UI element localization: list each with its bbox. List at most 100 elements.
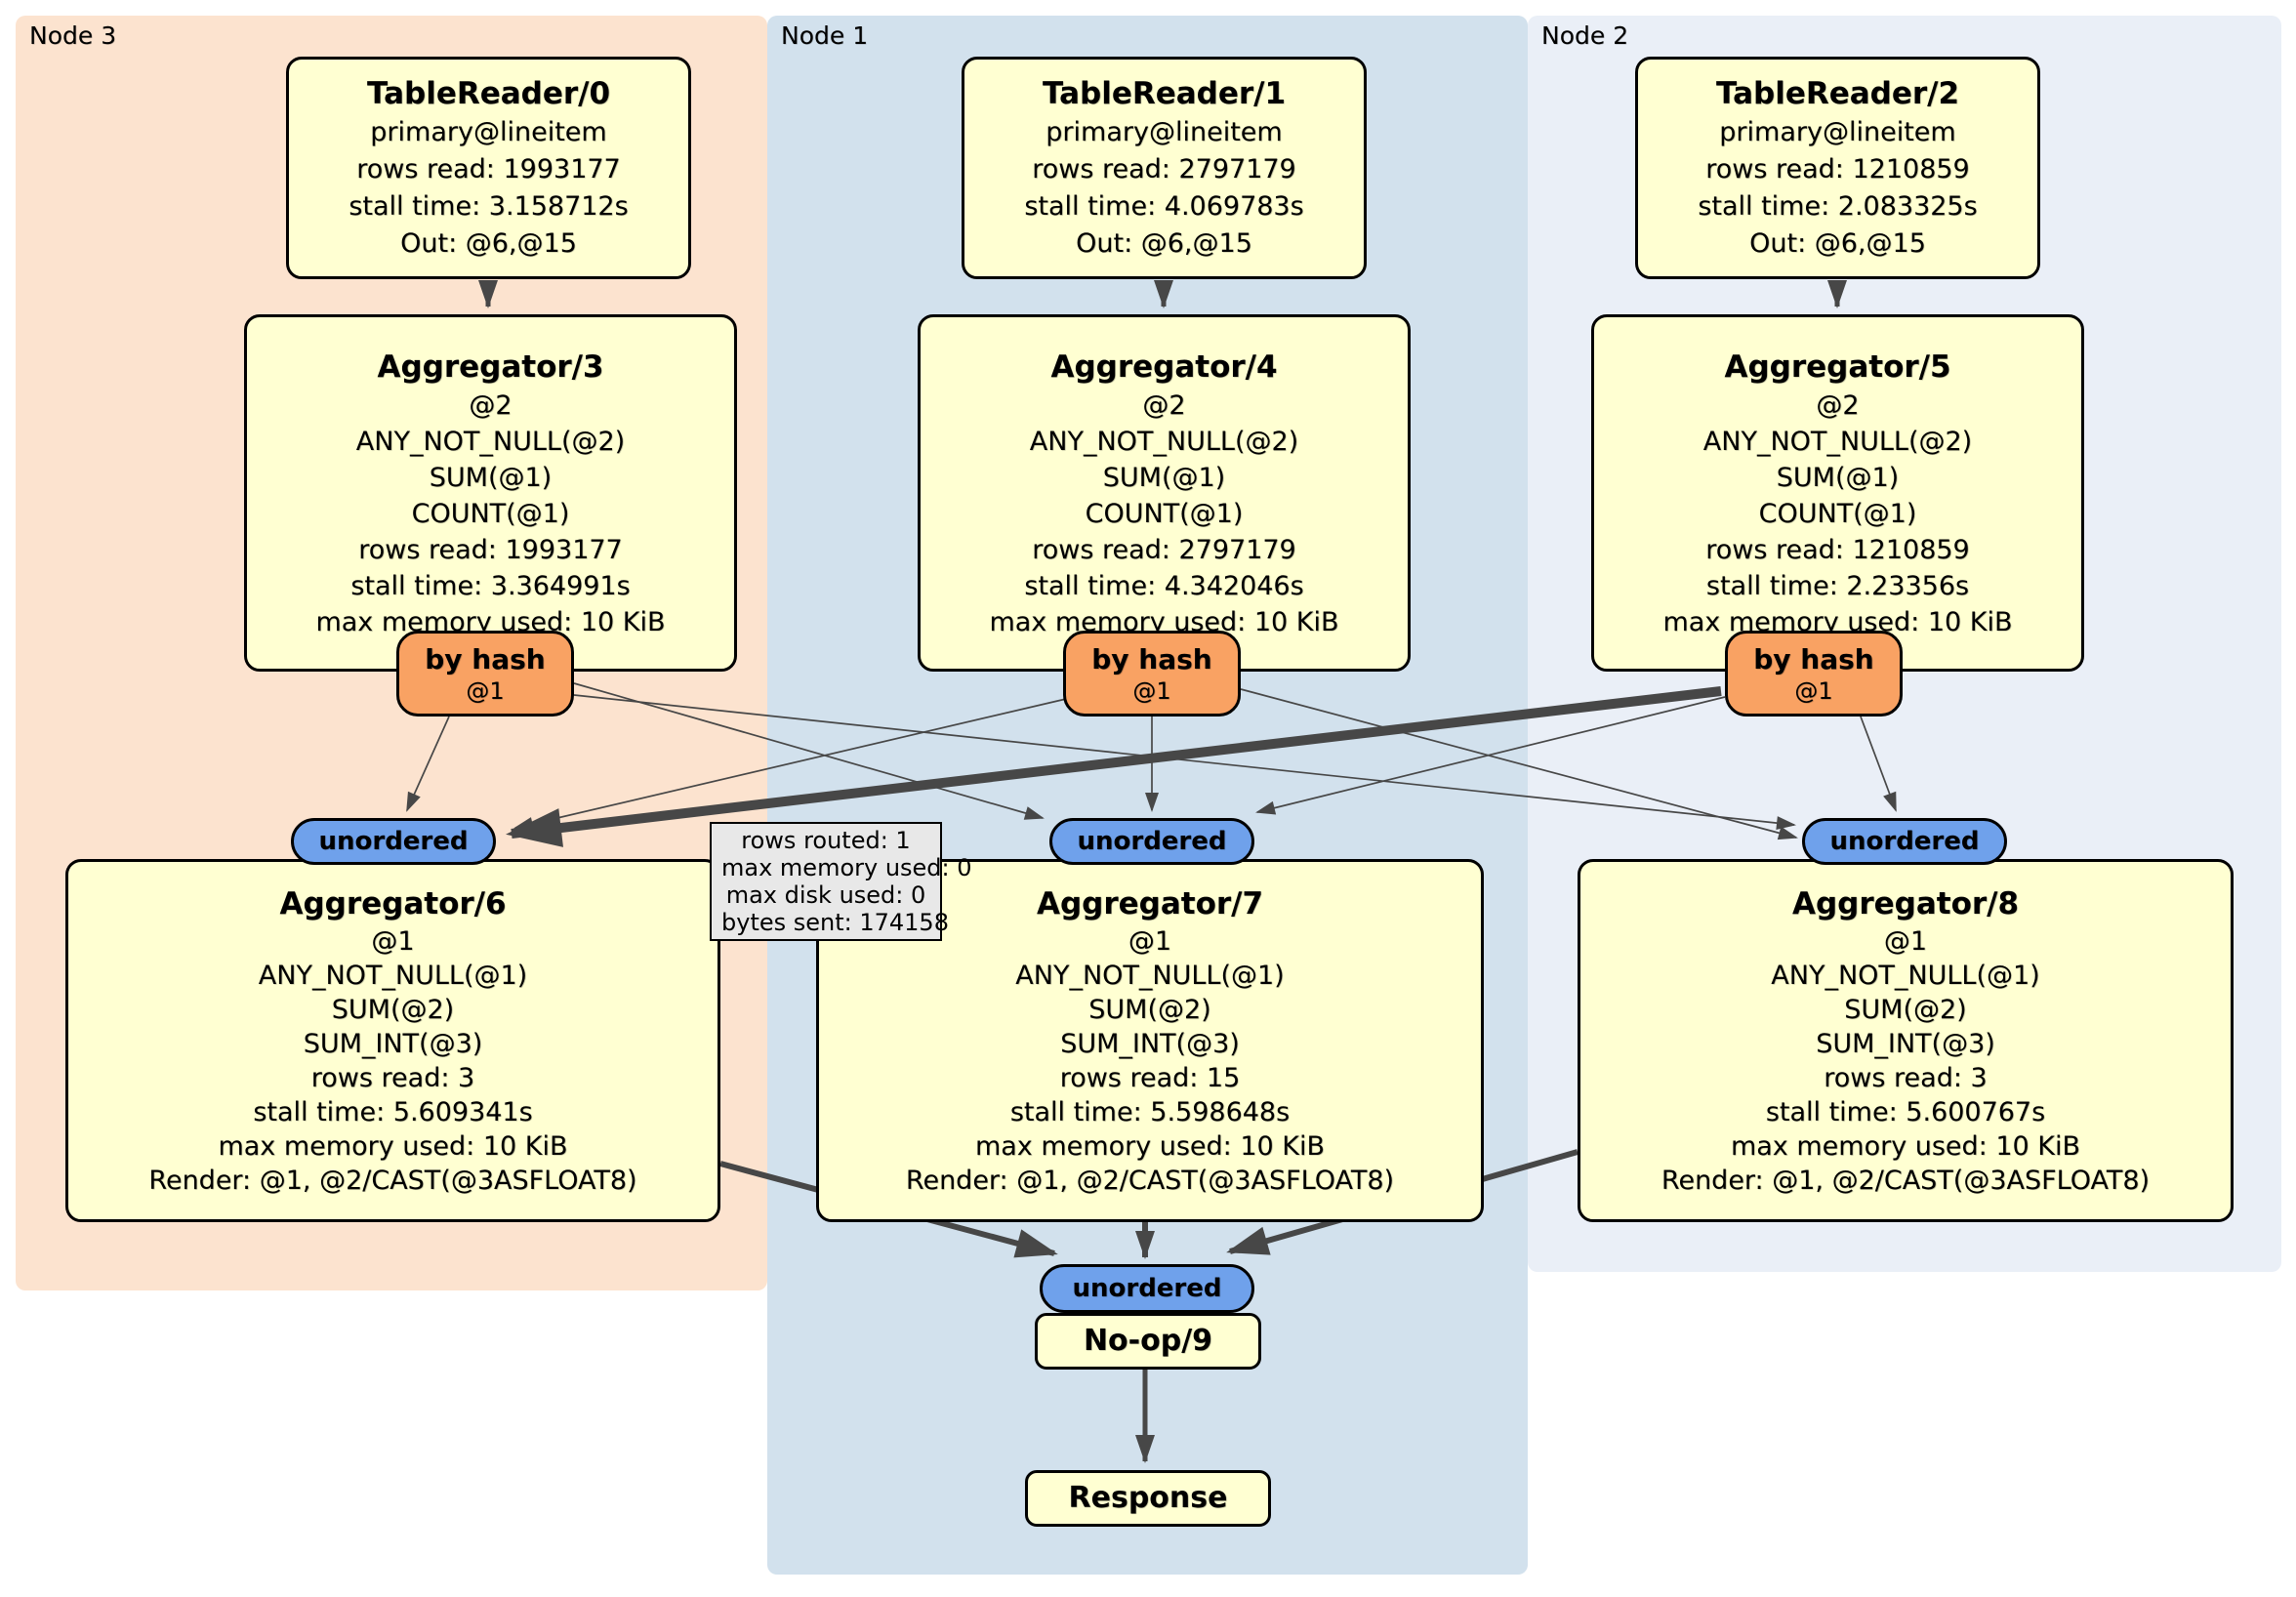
processor-response[interactable]: Response — [1025, 1470, 1271, 1527]
detail-line: Out: @6,@15 — [1749, 228, 1926, 259]
detail-line: ANY_NOT_NULL(@2) — [1029, 426, 1299, 457]
processor-title: Aggregator/6 — [279, 886, 507, 921]
detail-line: primary@lineitem — [1719, 117, 1956, 147]
detail-line: max memory used: 10 KiB — [218, 1131, 568, 1162]
router-by-hash-n1[interactable]: by hash @1 — [1063, 631, 1241, 717]
router-label: by hash — [1753, 643, 1874, 676]
detail-line: @1 — [371, 926, 415, 957]
detail-line: Render: @1, @2/CAST(@3ASFLOAT8) — [1660, 1166, 2151, 1196]
detail-line: ANY_NOT_NULL(@2) — [1702, 426, 1973, 457]
detail-line: SUM(@1) — [1776, 462, 1900, 493]
detail-line: @2 — [1816, 389, 1860, 421]
node1-band-label: Node 1 — [781, 21, 869, 50]
detail-line: ANY_NOT_NULL(@1) — [1771, 961, 2040, 991]
detail-line: SUM(@1) — [429, 462, 553, 493]
detail-line: COUNT(@1) — [1085, 498, 1244, 529]
stream-unordered-final[interactable]: unordered — [1040, 1264, 1254, 1313]
detail-line: @2 — [1142, 389, 1186, 421]
detail-line: rows read: 1210859 — [1705, 534, 1970, 565]
detail-line: max memory used: 10 KiB — [974, 1131, 1326, 1162]
processor-title: Aggregator/4 — [1050, 348, 1278, 385]
detail-line: max memory used: 10 KiB — [1730, 1131, 2081, 1162]
node3-band-label: Node 3 — [29, 21, 117, 50]
detail-line: Render: @1, @2/CAST(@3ASFLOAT8) — [148, 1166, 637, 1196]
router-detail: @1 — [466, 677, 505, 705]
processor-table-reader-2[interactable]: TableReader/2 primary@lineitem rows read:… — [1635, 57, 2040, 279]
edge-hash-n1-to-unordered-n2[interactable] — [1240, 688, 1798, 840]
edge-hash-n3-to-unordered-n2[interactable] — [573, 694, 1796, 831]
detail-line: SUM(@2) — [1844, 995, 1967, 1025]
detail-line: stall time: 2.23356s — [1705, 570, 1970, 601]
detail-line: COUNT(@1) — [1758, 498, 1917, 529]
stream-unordered-n2[interactable]: unordered — [1802, 818, 2007, 865]
detail-line: stall time: 3.364991s — [350, 570, 631, 601]
edge-hash-n3-to-unordered-n3[interactable] — [406, 716, 450, 812]
processor-title: Aggregator/5 — [1724, 348, 1951, 385]
detail-line: rows read: 1210859 — [1705, 154, 1970, 184]
processor-details: primary@lineitem rows read: 1210859 stall … — [1698, 114, 1977, 263]
stream-unordered-n1[interactable]: unordered — [1049, 818, 1254, 865]
detail-line: SUM_INT(@3) — [303, 1029, 483, 1059]
detail-line: rows read: 2797179 — [1032, 154, 1296, 184]
stream-label: unordered — [1072, 1274, 1222, 1303]
stream-label: unordered — [1077, 827, 1227, 856]
stream-label: unordered — [1829, 827, 1980, 856]
detail-line: SUM_INT(@3) — [1060, 1029, 1240, 1059]
detail-line: @1 — [1128, 926, 1172, 957]
detail-line: @1 — [1883, 926, 1928, 957]
processor-title: Aggregator/3 — [377, 348, 604, 385]
detail-line: rows read: 1993177 — [356, 154, 621, 184]
edge-hash-n2-to-unordered-n2[interactable] — [1860, 716, 1897, 812]
detail-line: rows read: 3 — [1824, 1063, 1988, 1093]
detail-line: stall time: 5.598648s — [1009, 1097, 1291, 1127]
stream-label: unordered — [318, 827, 469, 856]
detail-line: SUM(@2) — [1088, 995, 1211, 1025]
processor-table-reader-0[interactable]: TableReader/0 primary@lineitem rows read:… — [286, 57, 691, 279]
detail-line: stall time: 4.069783s — [1024, 191, 1304, 222]
processor-title: Aggregator/7 — [1036, 886, 1264, 921]
detail-line: rows read: 15 — [1059, 1063, 1241, 1093]
processor-title: TableReader/2 — [1715, 76, 1960, 111]
router-by-hash-n3[interactable]: by hash @1 — [396, 631, 574, 717]
router-detail: @1 — [1794, 677, 1833, 705]
router-detail: @1 — [1132, 677, 1171, 705]
detail-line: ANY_NOT_NULL(@1) — [1015, 961, 1285, 991]
detail-line: rows read: 2797179 — [1032, 534, 1296, 565]
detail-line: rows read: 1993177 — [358, 534, 623, 565]
detail-line: bytes sent: 174158 — [721, 909, 949, 936]
detail-line: SUM(@1) — [1102, 462, 1226, 493]
detail-line: max memory used: 0 — [721, 854, 972, 881]
edge-hash-n2-to-unordered-n1[interactable] — [1255, 696, 1726, 815]
detail-line: @2 — [469, 389, 512, 421]
detail-line: rows read: 3 — [310, 1063, 475, 1093]
router-label: by hash — [1091, 643, 1212, 676]
detail-line: ANY_NOT_NULL(@2) — [355, 426, 626, 457]
detail-line: stall time: 2.083325s — [1698, 191, 1978, 222]
processor-noop-9[interactable]: No-op/9 — [1035, 1313, 1261, 1370]
edge-hash-n2-to-unordered-n3-thick[interactable] — [506, 686, 1722, 847]
router-by-hash-n2[interactable]: by hash @1 — [1725, 631, 1903, 717]
edge-hash-n1-to-unordered-n3[interactable] — [513, 698, 1067, 831]
detail-line: SUM(@2) — [331, 995, 455, 1025]
detail-line: stall time: 5.600767s — [1765, 1097, 2046, 1127]
processor-title: TableReader/0 — [366, 76, 611, 111]
stream-unordered-n3[interactable]: unordered — [291, 818, 496, 865]
detail-line: primary@lineitem — [370, 117, 607, 147]
edge-hash-n3-to-unordered-n1[interactable] — [573, 682, 1045, 820]
router-label: by hash — [425, 643, 546, 676]
detail-line: Out: @6,@15 — [1076, 228, 1252, 259]
detail-line: stall time: 4.342046s — [1024, 570, 1304, 601]
